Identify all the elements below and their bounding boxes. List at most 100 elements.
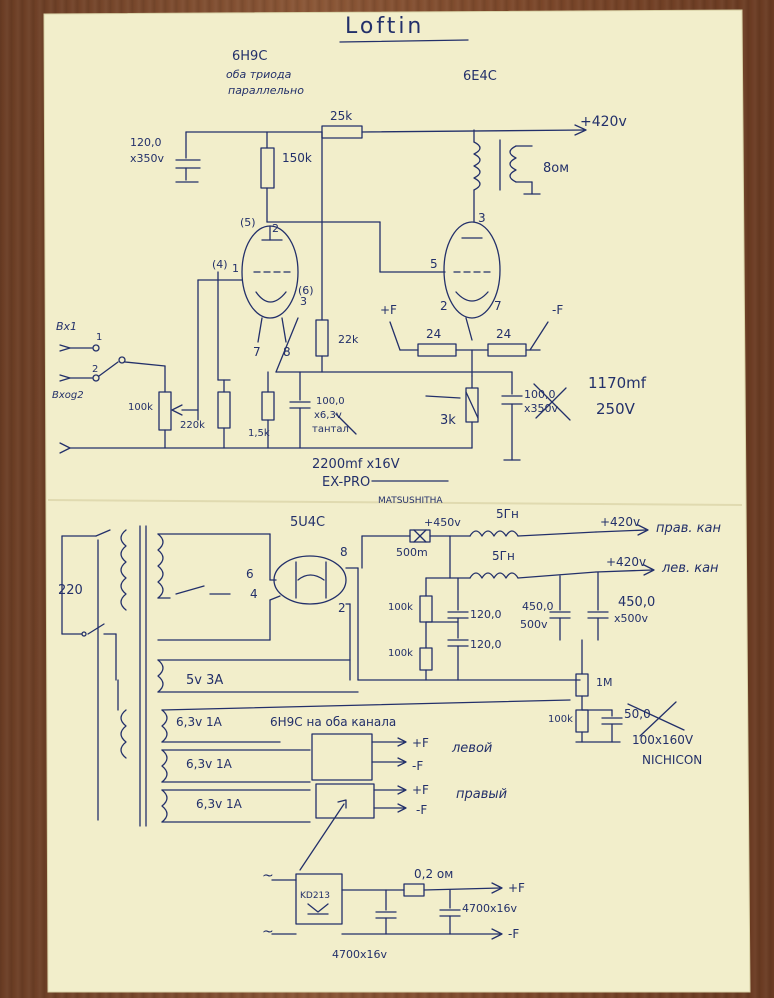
tube-6h9c-note-2: параллельно bbox=[228, 84, 304, 97]
out-impedance-label: 8ом bbox=[543, 161, 569, 176]
cap-cathode-type: тантал bbox=[312, 424, 349, 435]
resistor-100k-a-label: 100k bbox=[388, 602, 413, 613]
left-channel-label: левой bbox=[451, 741, 492, 756]
cap-4700-a-label: 4700x16v bbox=[462, 902, 518, 915]
resistor-500m-label: 500m bbox=[396, 546, 428, 559]
winding-6a-note: 6H9C на оба канала bbox=[270, 715, 396, 729]
cap-100-new-brand: NICHICON bbox=[642, 753, 702, 767]
cap-cathode-voltage: x6,3v bbox=[314, 410, 342, 421]
choke-2 bbox=[469, 572, 519, 579]
filament-box-right bbox=[315, 783, 375, 819]
paper-fold bbox=[47, 499, 743, 506]
cap-4700-b-label: 4700x16v bbox=[332, 948, 388, 961]
bridge-rectifier bbox=[295, 873, 343, 925]
rect-pin-2: 2 bbox=[338, 601, 346, 615]
out-right-label: прав. кан bbox=[656, 521, 721, 536]
pin-2: 2 bbox=[272, 222, 279, 235]
winding-6b-label: 6,3v 1A bbox=[186, 757, 233, 771]
switch-pos-2: 2 bbox=[92, 364, 98, 375]
cap-bank-brand: MATSUSHITHA bbox=[378, 496, 443, 506]
lv-minus-f: -F bbox=[508, 927, 519, 941]
out-pin-2: 2 bbox=[440, 299, 448, 313]
cap-bank-brand-crossed: EX-PRO bbox=[322, 475, 370, 490]
winding-5v-label: 5v 3A bbox=[186, 673, 223, 688]
resistor-1-5k-label: 1,5k bbox=[248, 428, 270, 439]
power-supply-schematic: 220 5U4C 6 4 8 2 bbox=[58, 507, 721, 961]
winding-6c-label: 6,3v 1A bbox=[196, 797, 243, 811]
bridge-rectifier-label: KD213 bbox=[300, 891, 330, 901]
resistor-100k-b-label: 100k bbox=[388, 648, 413, 659]
cap-450-b-value: 450,0 bbox=[618, 595, 655, 610]
choke-2-label: 5Гн bbox=[492, 549, 515, 563]
cap-50-old-label: 50,0 bbox=[624, 707, 651, 721]
tube-6h9c-label: 6H9C bbox=[232, 49, 267, 64]
tube-6e4c-label: 6E4C bbox=[463, 69, 497, 84]
cap-cathode-value: 100,0 bbox=[316, 396, 345, 407]
cap-120-voltage: x350v bbox=[130, 152, 165, 165]
resistor-150k-label: 150k bbox=[282, 151, 312, 165]
choke-1-label: 5Гн bbox=[496, 507, 519, 521]
heater-minus-f: -F bbox=[552, 303, 563, 317]
potentiometer-100k-label: 100k bbox=[128, 402, 153, 413]
filament-1-plus: +F bbox=[412, 736, 429, 750]
pin-5p: (5) bbox=[240, 216, 256, 229]
out-left-voltage: +420v bbox=[606, 555, 646, 569]
resistor-220k-label: 220k bbox=[180, 420, 205, 431]
switch-pos-1: 1 bbox=[96, 332, 102, 343]
rect-pin-8: 8 bbox=[340, 545, 348, 559]
filament-box-left bbox=[311, 733, 373, 781]
filament-2-minus: -F bbox=[416, 803, 427, 817]
resistor-24-a-label: 24 bbox=[426, 327, 441, 341]
cap-100-new-value: 100x160V bbox=[632, 733, 694, 747]
rect-pin-6: 6 bbox=[246, 567, 254, 581]
out-right-voltage: +420v bbox=[600, 515, 640, 529]
resistor-25k-label: 25k bbox=[330, 109, 352, 123]
out-pin-7: 7 bbox=[494, 299, 502, 313]
cap-450-a-value: 450,0 bbox=[522, 600, 554, 613]
ac-input-1: ~ bbox=[262, 868, 274, 884]
cap-out-new-voltage: 250V bbox=[596, 400, 636, 418]
output-transformer bbox=[473, 141, 481, 191]
heater-pin-7: 7 bbox=[253, 345, 261, 359]
cap-120-b-label: 120,0 bbox=[470, 638, 502, 651]
rectifier-tube-label: 5U4C bbox=[290, 515, 325, 530]
pin-4p: (4) bbox=[212, 258, 228, 271]
resistor-1m-label: 1M bbox=[596, 676, 613, 689]
amplifier-schematic: 6H9C оба триода параллельно 6E4C 25k +42… bbox=[52, 49, 647, 506]
page-title: Loftin bbox=[345, 14, 424, 39]
resistor-0-2ohm-label: 0,2 ом bbox=[414, 867, 453, 881]
out-pin-3: 3 bbox=[478, 211, 486, 225]
filament-1-minus: -F bbox=[412, 759, 423, 773]
tube-6h9c-note-1: оба триода bbox=[226, 68, 292, 81]
cap-out-new-value: 1170mf bbox=[588, 374, 647, 392]
right-channel-label: правый bbox=[456, 787, 507, 802]
cap-450-a-voltage: 500v bbox=[520, 618, 548, 631]
ac-input-2: ~ bbox=[262, 924, 274, 940]
input-2-label: Bxog2 bbox=[52, 390, 84, 401]
voltage-450-label: +450v bbox=[424, 516, 461, 529]
cap-120-a-label: 120,0 bbox=[470, 608, 502, 621]
title-block: Loftin bbox=[339, 14, 469, 43]
pin-3: 3 bbox=[300, 295, 307, 308]
transformer-primary bbox=[120, 529, 127, 611]
input-1-label: Bx1 bbox=[56, 320, 77, 333]
lv-plus-f: +F bbox=[508, 881, 525, 895]
tube-6e4c bbox=[443, 221, 501, 319]
out-pin-5: 5 bbox=[430, 257, 438, 271]
cap-bank-value: 2200mf x16V bbox=[312, 457, 400, 472]
cap-120-label: 120,0 bbox=[130, 136, 162, 149]
resistor-3k-label: 3k bbox=[440, 413, 456, 428]
resistor-24-b-label: 24 bbox=[496, 327, 511, 341]
winding-6a-label: 6,3v 1A bbox=[176, 715, 223, 729]
pin-6p: (6) bbox=[298, 284, 314, 297]
cap-450-b-voltage: x500v bbox=[614, 612, 649, 625]
mains-label: 220 bbox=[58, 583, 83, 598]
out-left-label: лев. кан bbox=[661, 561, 719, 576]
resistor-100k-c-label: 100k bbox=[548, 714, 573, 725]
heater-plus-f: +F bbox=[380, 303, 397, 317]
pin-1: 1 bbox=[232, 262, 239, 275]
cap-out-old-voltage: x350v bbox=[524, 402, 559, 415]
paper-sheet bbox=[43, 9, 751, 993]
resistor-22k-label: 22k bbox=[338, 333, 359, 346]
